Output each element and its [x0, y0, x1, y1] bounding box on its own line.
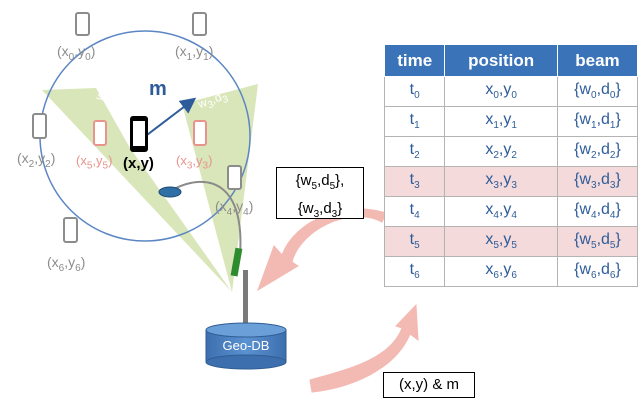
phone-icon: [193, 120, 207, 146]
vector-label: m: [149, 78, 167, 100]
table-header-row: time position beam: [383, 44, 639, 77]
table-cell-position: x6,y6: [444, 256, 558, 287]
column-header-position: position: [444, 44, 558, 77]
phone-icon: [227, 165, 242, 190]
phone-label-6: (x6,y6): [47, 254, 86, 274]
phone-label-3: (x3,y3): [176, 153, 213, 172]
basestation-pole: [243, 270, 248, 336]
phone-icon: [63, 217, 78, 243]
response-callout: {w5,d5},{w3,d3}: [276, 167, 364, 220]
table-cell-position: x5,y5: [444, 226, 558, 257]
arrow-query: [309, 303, 419, 393]
column-header-time: time: [383, 44, 446, 77]
phone-label-1: (x1,y1): [175, 43, 214, 63]
table-cell-beam: {w6,d6}: [556, 256, 639, 287]
table-cell-beam: {w4,d4}: [556, 196, 639, 227]
table-cell-time: t4: [383, 196, 446, 227]
table-cell-time: t1: [383, 106, 446, 137]
query-callout: (x,y) & m: [383, 372, 475, 398]
geo-db-label: Geo-DB: [222, 338, 270, 353]
phone-icon: [75, 12, 90, 36]
geo-db-icon: [205, 322, 287, 370]
table-cell-beam: {w2,d2}: [556, 136, 639, 167]
table-cell-time: t0: [383, 76, 446, 107]
table-cell-time: t2: [383, 136, 446, 167]
beam-left: [42, 88, 232, 292]
table-cell-beam: {w1,d1}: [556, 106, 639, 137]
table-cell-position: x4,y4: [444, 196, 558, 227]
table-cell-position: x3,y3: [444, 166, 558, 197]
table-cell-beam: {w0,d0}: [556, 76, 639, 107]
table-cell-time: t6: [383, 256, 446, 287]
user-phone-icon: [130, 116, 148, 152]
phone-label-5: (x5,y5): [76, 153, 113, 172]
column-header-beam: beam: [556, 44, 639, 77]
movement-vector-arrow: [142, 97, 197, 139]
phone-icon: [93, 120, 107, 146]
basestation-antenna: [230, 247, 243, 277]
phone-icon: [32, 113, 47, 139]
table-cell-position: x0,y0: [444, 76, 558, 107]
table-cell-position: x1,y1: [444, 106, 558, 137]
table-cell-position: x2,y2: [444, 136, 558, 167]
antenna-cable: [171, 180, 242, 256]
ue-antenna-icon: [158, 186, 182, 198]
table-cell-beam: {w5,d5}: [556, 226, 639, 257]
phone-label-2: (x2,y2): [17, 150, 56, 170]
phone-icon: [192, 12, 207, 36]
phone-label-4: (x4,y4): [215, 198, 254, 218]
table-cell-beam: {w3,d3}: [556, 166, 639, 197]
table-cell-time: t3: [383, 166, 446, 197]
table-cell-time: t5: [383, 226, 446, 257]
user-position-label: (x,y): [123, 155, 154, 172]
phone-label-0: (x0,y0): [57, 43, 96, 63]
